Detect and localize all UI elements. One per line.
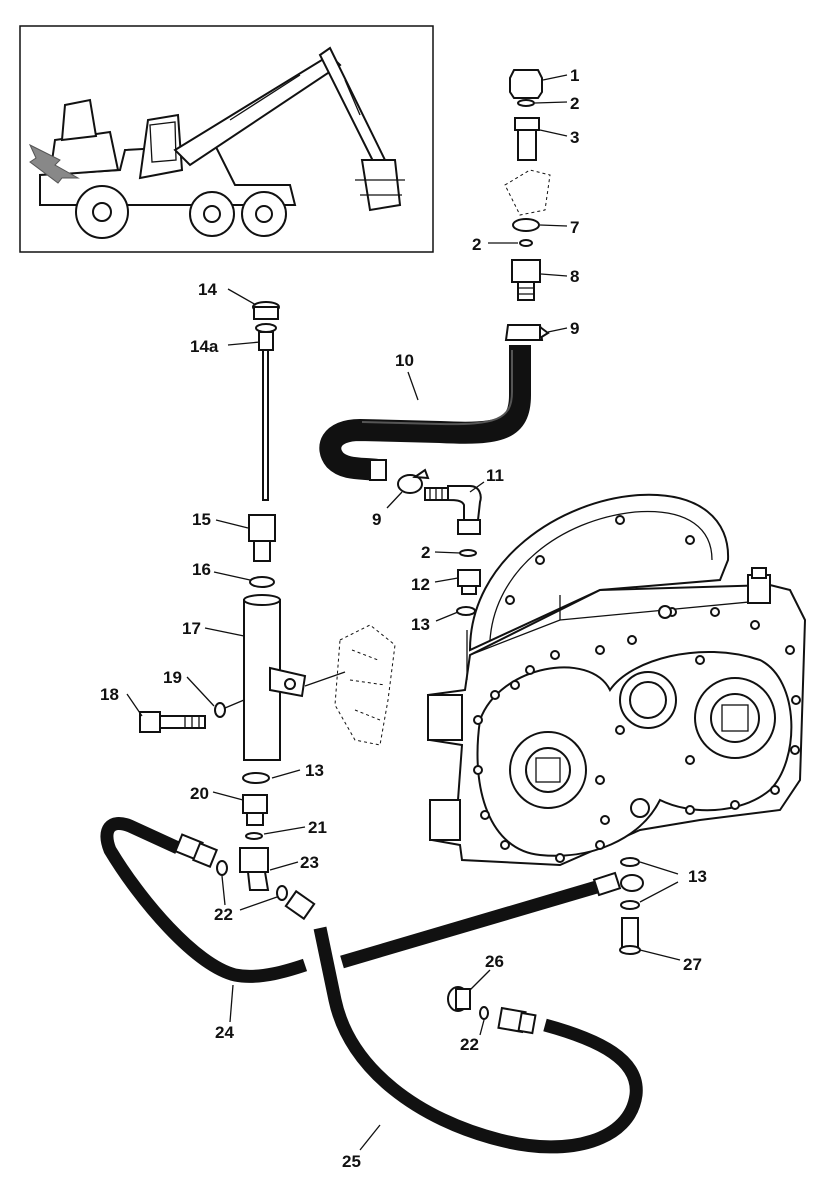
hose-clamp-part-9-bottom [397,474,423,494]
hose-part-10 [319,345,531,481]
callout-2: 2 [472,235,481,254]
dipstick-assembly [252,301,280,501]
callout-15: 15 [192,510,211,529]
washer-part-13-mid [242,772,270,784]
hose-clamp-part-9-top [504,324,544,341]
callout-22: 22 [214,905,233,924]
washer-part-2-mid [519,239,533,247]
tee-part-23 [239,847,269,873]
upper-fitting-stack [504,69,551,341]
washer-part-22b [276,885,288,901]
bolt-part-18-head [139,711,161,733]
callout-12: 12 [411,575,430,594]
adapter-part-3-body [517,129,537,161]
callout-labels: 1 2 3 7 2 8 9 10 14 14a 11 9 15 2 16 12 … [100,66,707,1171]
lower-left-fittings [397,468,482,680]
callout-7: 7 [570,218,579,237]
callout-25: 25 [342,1152,361,1171]
washer-part-2-top [517,99,535,107]
fitting-part-8-thread [517,281,535,301]
callout-23: 23 [300,853,319,872]
washer-part-16 [249,576,275,588]
nut-part-15 [248,514,276,542]
dipstick-tube-assembly [139,514,396,901]
hose-part-24 [100,817,644,983]
callout-8: 8 [570,267,579,286]
banjo-bolt-assembly [619,857,641,955]
location-arrow-icon [28,143,80,184]
callout-14: 14 [198,280,217,299]
callout-9: 9 [570,319,579,338]
callout-14a: 14a [190,337,219,356]
washer-part-19 [214,702,226,718]
cap-nut-part-1 [509,69,543,99]
callout-13: 13 [411,615,430,634]
washer-part-13-right-top [620,857,640,867]
callout-20: 20 [190,784,209,803]
washer-part-13-top [456,606,476,616]
washer-part-21 [245,832,263,840]
washer-part-22c [479,1006,489,1020]
banjo-bolt-part-27 [621,917,639,949]
callout-13: 13 [305,761,324,780]
callout-9: 9 [372,510,381,529]
case-bolts [473,607,801,863]
nut-part-7 [512,218,540,232]
callout-27: 27 [683,955,702,974]
machine-inset [19,25,434,253]
callout-19: 19 [163,668,182,687]
callout-11: 11 [486,466,504,485]
elbow-part-11 [447,485,482,521]
washer-part-22a [216,860,228,876]
leader-lines [126,74,681,1151]
callout-3: 3 [570,128,579,147]
callout-2: 2 [421,543,430,562]
gearbox-housing [426,493,807,867]
washer-part-2-low [459,549,477,557]
dipstick-seal-part-14a [258,331,274,351]
callout-26: 26 [485,952,504,971]
callout-24: 24 [215,1023,234,1042]
callout-1: 1 [570,66,579,85]
hose-part-25 [284,889,643,1154]
callout-18: 18 [100,685,119,704]
callout-22: 22 [460,1035,479,1054]
fitting-part-8-head [511,259,541,283]
callout-17: 17 [182,619,201,638]
callout-16: 16 [192,560,211,579]
callout-21: 21 [308,818,327,837]
fitting-part-20 [242,794,268,814]
adapter-part-3-head [514,117,540,131]
dipstick-rod [262,349,269,501]
callout-13: 13 [688,867,707,886]
fitting-part-12 [457,569,481,587]
callout-2: 2 [570,94,579,113]
bolt-part-18-shank [159,715,206,729]
callout-10: 10 [395,351,414,370]
washer-part-13-right-bottom [620,900,640,910]
